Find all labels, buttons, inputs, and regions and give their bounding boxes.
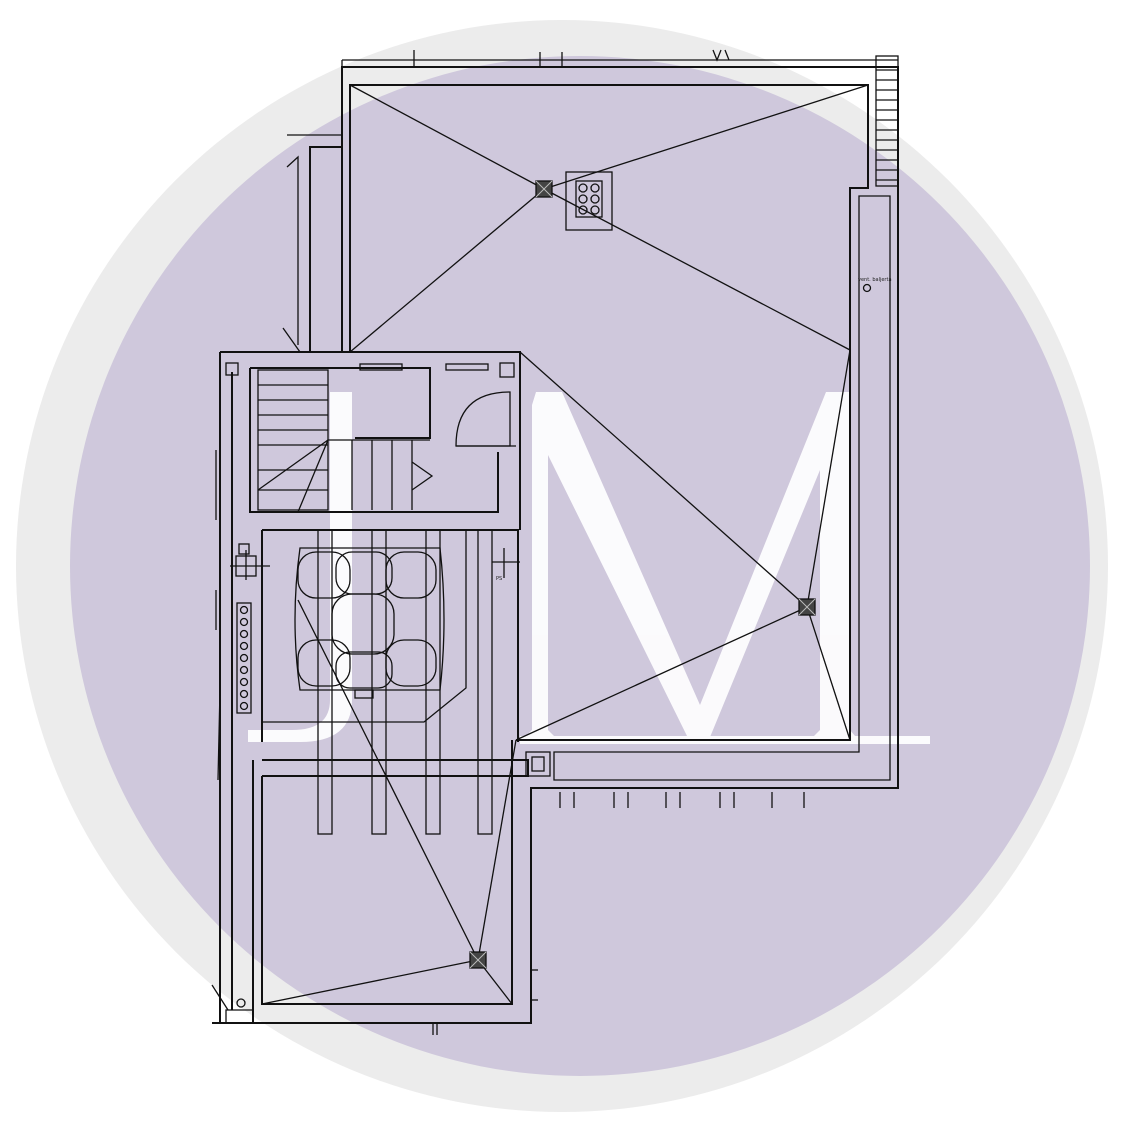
- wiring-lines: [261, 84, 869, 1005]
- wall-outlet: [862, 283, 872, 293]
- watermark: [16, 20, 1108, 1112]
- staircase: [249, 363, 516, 513]
- architectural-plan: vent. baljerta: [211, 49, 899, 1035]
- watermark-inner-disc: [70, 56, 1090, 1076]
- light-fixture-bottom: [469, 951, 487, 969]
- light-fixture-right: [798, 598, 816, 616]
- small-label: PS: [496, 576, 502, 582]
- wall-label: vent. baljerta: [858, 277, 892, 283]
- light-fixture-top: [535, 180, 553, 198]
- stair-treads-right: [876, 69, 898, 181]
- jacuzzi: PS: [230, 529, 520, 835]
- room-lower: [261, 740, 551, 1005]
- wall-ticks: [559, 792, 805, 808]
